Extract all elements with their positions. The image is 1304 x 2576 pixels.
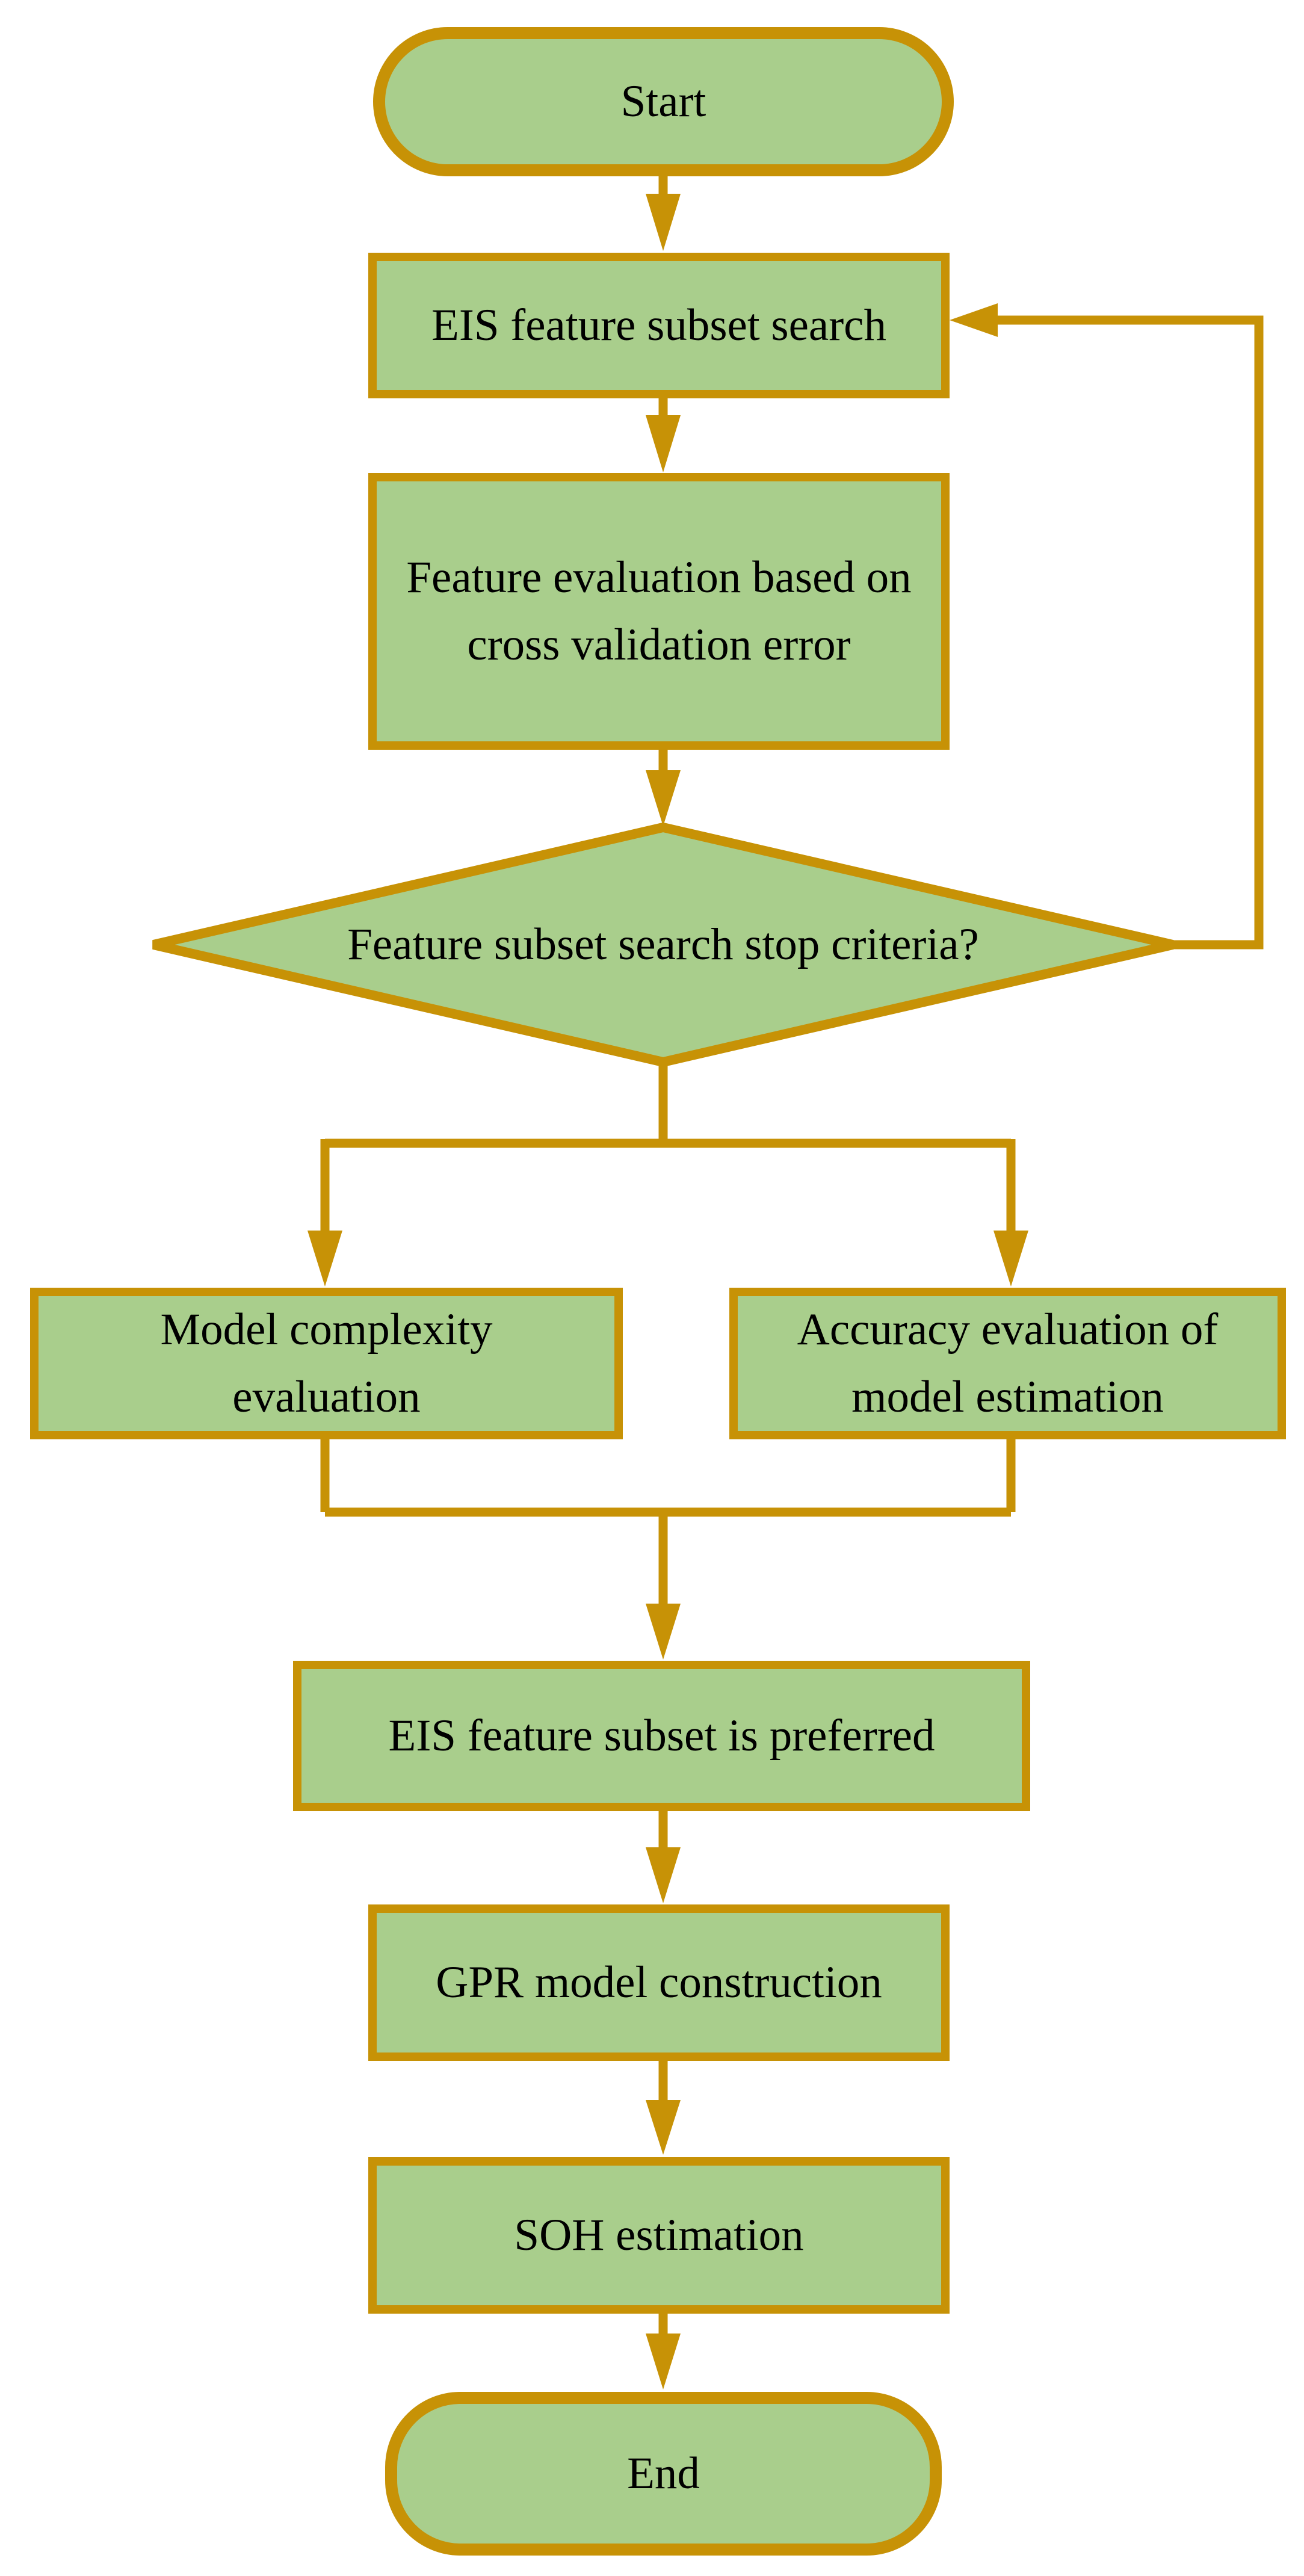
node-feature-evaluation-label: Feature evaluation based on cross valida… [406,552,912,670]
edge-eis-search-to-feature-evaluation [646,396,681,472]
node-gpr-model-construction-label: GPR model construction [436,1957,882,2007]
node-end-label: End [627,2448,700,2498]
node-accuracy-evaluation-label: Accuracy evaluation of model estimation [797,1304,1219,1422]
edge-decision-loop-to-eis-search [950,303,1264,950]
edge-branches-to-preferred [320,1438,1016,1660]
edge-preferred-to-gpr [646,1810,681,1903]
edge-soh-to-end [646,2312,681,2389]
node-soh-estimation-label: SOH estimation [514,2210,804,2260]
node-feature-evaluation: Feature evaluation based on cross valida… [368,473,950,750]
node-start-label: Start [620,76,706,126]
node-stop-criteria-label: Feature subset search stop criteria? [347,919,979,969]
node-eis-feature-subset-search-label: EIS feature subset search [431,300,886,350]
node-accuracy-evaluation: Accuracy evaluation of model estimation [729,1288,1286,1439]
node-stop-criteria: Feature subset search stop criteria? [212,885,1114,1005]
node-end: End [385,2392,942,2556]
edge-decision-to-branches [307,1061,1028,1286]
node-eis-feature-subset-preferred-label: EIS feature subset is preferred [388,1710,935,1761]
node-model-complexity-evaluation-label: Model complexity evaluation [160,1304,493,1422]
node-eis-feature-subset-preferred: EIS feature subset is preferred [293,1661,1030,1811]
edge-gpr-to-soh [646,2060,681,2155]
node-eis-feature-subset-search: EIS feature subset search [368,253,950,398]
node-gpr-model-construction: GPR model construction [368,1904,950,2061]
node-start: Start [373,27,954,176]
node-soh-estimation: SOH estimation [368,2157,950,2314]
node-model-complexity-evaluation: Model complexity evaluation [30,1288,623,1439]
edge-start-to-eis-search [646,175,681,251]
edge-feature-evaluation-to-decision [646,749,681,826]
